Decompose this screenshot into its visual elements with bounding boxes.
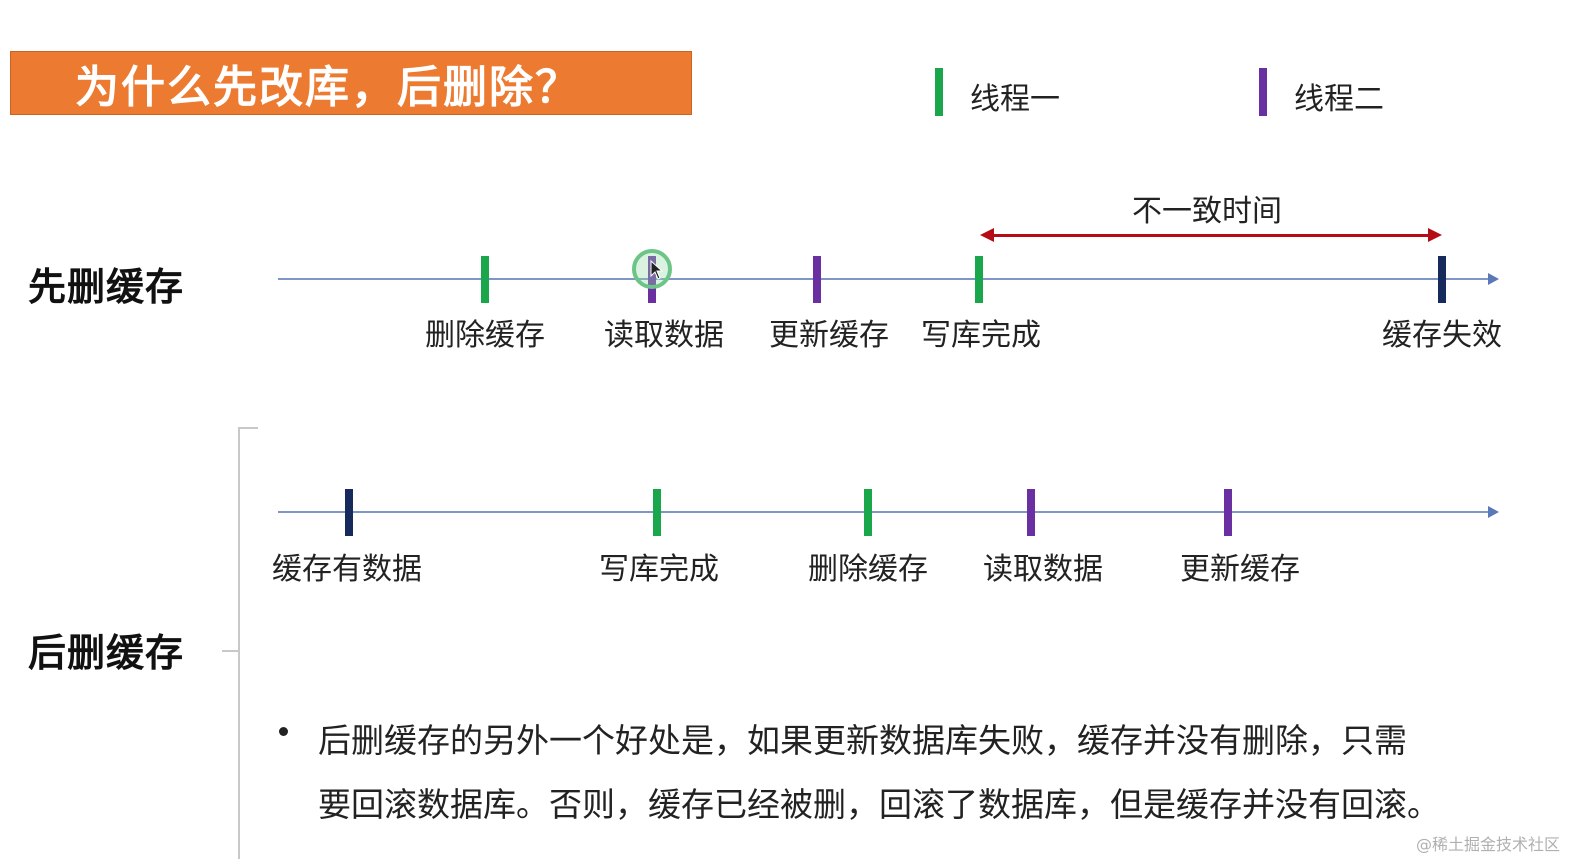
- legend-thread2-label: 线程二: [1294, 82, 1384, 117]
- section2-brace-tip: [222, 650, 238, 652]
- legend-thread2-marker: [1259, 68, 1267, 116]
- legend-thread1-marker: [935, 68, 943, 116]
- legend-thread1-label: 线程一: [970, 82, 1060, 117]
- section1-event-label: 更新缓存: [769, 318, 889, 353]
- section2-event-tick: [653, 489, 661, 536]
- timeline-arrow-2: [1488, 506, 1499, 518]
- section2-event-label: 更新缓存: [1180, 552, 1300, 587]
- section1-event-label: 缓存失效: [1382, 318, 1502, 353]
- section1-event-tick: [481, 256, 489, 303]
- mouse-pointer-icon: [650, 260, 664, 280]
- note-line-1: 后删缓存的另外一个好处是，如果更新数据库失败，缓存并没有删除，只需: [318, 721, 1407, 760]
- section2-event-label: 缓存有数据: [272, 552, 422, 587]
- section2-event-tick: [1027, 489, 1035, 536]
- inconsistency-span-line: [992, 234, 1430, 237]
- section2-event-tick: [345, 489, 353, 536]
- section2-event-tick: [864, 489, 872, 536]
- section2-event-label: 读取数据: [983, 552, 1103, 587]
- note-bullet: [279, 727, 288, 736]
- page-title: 为什么先改库，后删除？: [75, 62, 581, 113]
- section2-event-label: 删除缓存: [808, 552, 928, 587]
- section1-event-label: 写库完成: [921, 318, 1041, 353]
- title-banner: 为什么先改库，后删除？: [10, 51, 692, 115]
- inconsistency-span-label: 不一致时间: [1132, 194, 1282, 229]
- note-line-2: 要回滚数据库。否则，缓存已经被删，回滚了数据库，但是缓存并没有回滚。: [318, 785, 1440, 824]
- section1-event-tick: [975, 256, 983, 303]
- inconsistency-arrow-left: [980, 228, 994, 242]
- section1-event-label: 删除缓存: [425, 318, 545, 353]
- section2-event-tick: [1224, 489, 1232, 536]
- timeline-axis-1: [278, 278, 1490, 280]
- timeline-axis-2: [278, 511, 1490, 513]
- section2-label: 后删缓存: [28, 631, 185, 675]
- watermark: @稀土掘金技术社区: [1415, 835, 1560, 854]
- cursor-highlight-icon: [632, 249, 672, 289]
- section1-label: 先删缓存: [28, 265, 185, 309]
- timeline-arrow-1: [1488, 273, 1499, 285]
- section2-brace: [238, 427, 258, 859]
- section2-event-label: 写库完成: [599, 552, 719, 587]
- inconsistency-arrow-right: [1428, 228, 1442, 242]
- section1-event-label: 读取数据: [604, 318, 724, 353]
- section1-event-tick: [1438, 256, 1446, 303]
- section1-event-tick: [813, 256, 821, 303]
